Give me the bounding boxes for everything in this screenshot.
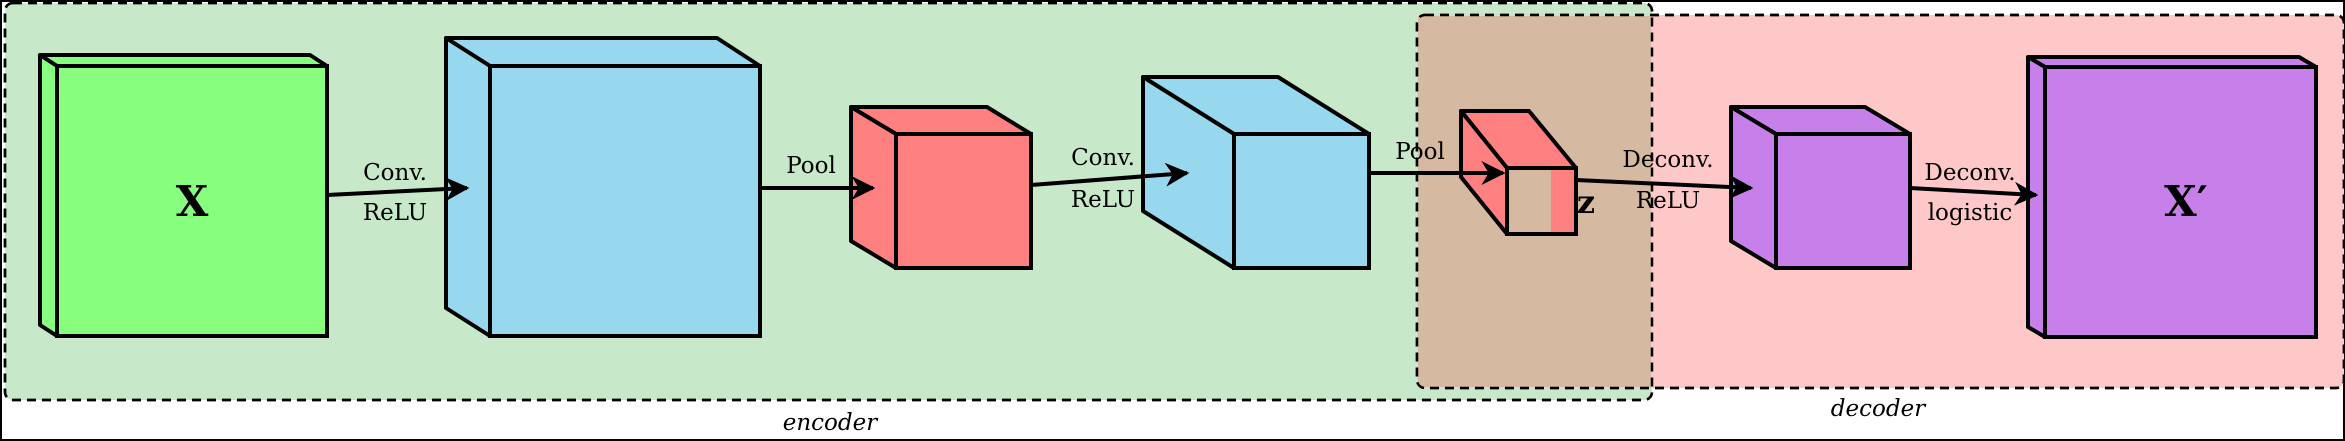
edge-conv-relu-1-label2: ReLU [363, 200, 427, 226]
edge-pool-2-label: Pool [1395, 139, 1445, 165]
latent-label: z [1577, 183, 1595, 221]
edge-pool-1-label: Pool [786, 153, 836, 179]
pool1-block [849, 105, 1033, 270]
edge-conv-relu-2-label: Conv. [1071, 145, 1135, 171]
output-block: X′ [2026, 55, 2318, 339]
edge-deconv-relu-label: Deconv. [1622, 147, 1713, 173]
decoder-border [1415, 13, 2345, 390]
edge-deconv-logistic-label2: logistic [1928, 200, 2013, 226]
decoder-caption: decoder [1831, 396, 1927, 422]
edge-deconv-logistic-label: Deconv. [1924, 160, 2015, 186]
edge-deconv-relu-label2: ReLU [1636, 188, 1700, 214]
encoder-caption: encoder [783, 410, 879, 436]
edge-pool-1: Pool [760, 153, 876, 200]
edge-conv-relu-2-label2: ReLU [1071, 187, 1135, 213]
edge-deconv-logistic: Deconv. logistic [1909, 160, 2039, 226]
edge-pool-2: Pool [1369, 139, 1506, 185]
encoder-decoder-overlap [1418, 16, 1651, 387]
input-block: X [38, 53, 329, 338]
edge-deconv-relu: Deconv. ReLU [1575, 147, 1754, 214]
input-label: X [176, 177, 209, 226]
conv1-block [444, 36, 762, 338]
edge-conv-relu-2: Conv. ReLU [1030, 145, 1190, 213]
output-label: X′ [2164, 177, 2208, 226]
encoder-border [3, 1, 1654, 402]
edge-conv-relu-1: Conv. ReLU [326, 160, 470, 226]
deconv1-block [1729, 105, 1912, 270]
edge-conv-relu-1-label: Conv. [363, 160, 427, 186]
